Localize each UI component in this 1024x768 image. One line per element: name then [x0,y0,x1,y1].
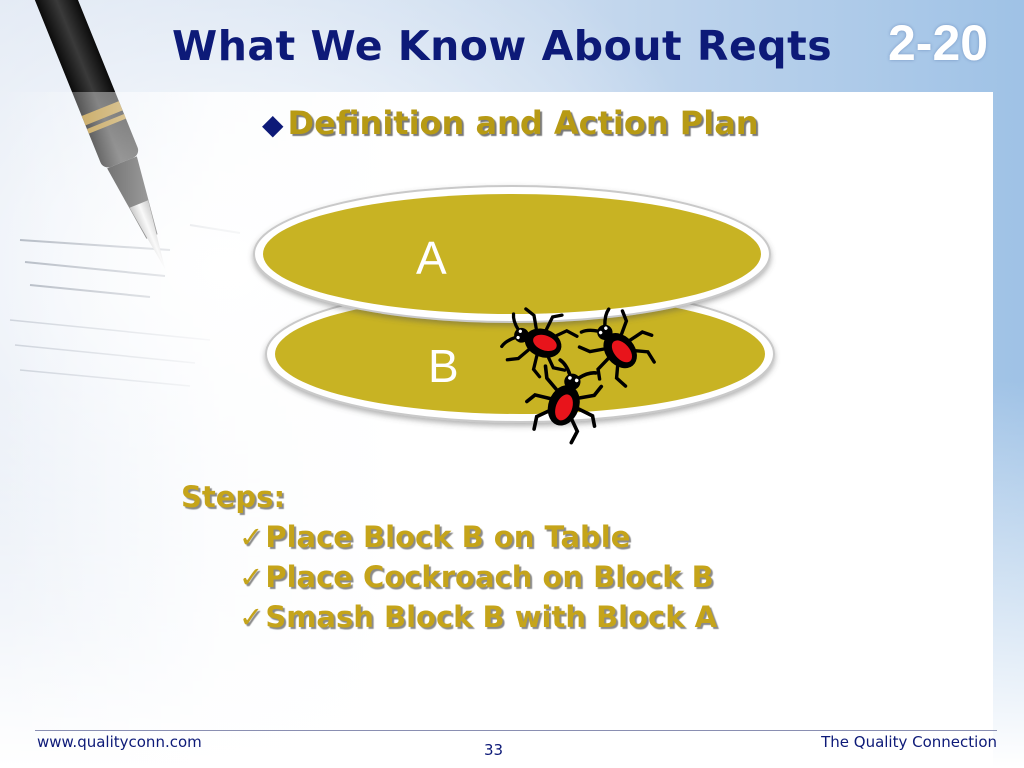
block-b-label: B [428,340,459,392]
footer-company: The Quality Connection [821,733,997,751]
step-item: ✓Smash Block B with Block A [239,600,717,634]
checkmark-icon: ✓ [239,560,263,594]
diamond-bullet-icon: ◆ [262,108,284,141]
slide-title: What We Know About Reqts [172,22,832,70]
checkmark-icon: ✓ [239,600,263,634]
steps-heading: Steps: [181,480,717,514]
steps-list: Steps: ✓Place Block B on Table ✓Place Co… [181,480,717,634]
step-label: Smash Block B with Block A [265,600,717,634]
footer-website: www.qualityconn.com [37,733,202,751]
subtitle-text: Definition and Action Plan [288,104,759,142]
footer-divider [35,730,997,731]
blocks-diagram: B A [250,180,790,450]
step-label: Place Block B on Table [265,520,630,554]
footer-page-number: 33 [484,741,503,759]
checkmark-icon: ✓ [239,520,263,554]
slide-number: 2-20 [888,14,988,72]
step-label: Place Cockroach on Block B [265,560,713,594]
step-item: ✓Place Block B on Table [239,520,717,554]
subtitle: ◆Definition and Action Plan [262,104,759,142]
step-item: ✓Place Cockroach on Block B [239,560,717,594]
block-a-label: A [416,232,447,284]
block-a [254,186,770,322]
